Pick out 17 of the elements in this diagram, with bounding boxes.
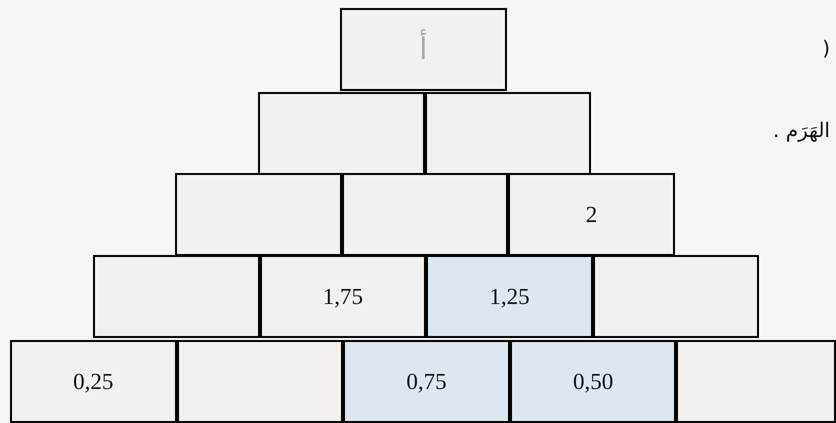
pyramid-brick: أ [340,8,507,91]
pyramid-brick [176,340,344,423]
text-fragment: الهَرَم . [772,118,830,142]
pyramid-brick [424,92,592,175]
pyramid-brick [258,92,425,175]
pyramid-brick: 2 [508,173,675,256]
pyramid-brick [93,255,260,338]
pyramid-brick [592,255,760,338]
pyramid-brick: 0,75 [343,340,510,423]
pyramid-brick: 0,50 [510,340,676,423]
pyramid-brick [676,340,836,423]
pyramid-brick [175,173,342,256]
text-fragment: ( [822,36,830,60]
pyramid-brick: 1,75 [260,255,426,338]
pyramid-brick: 0,25 [10,340,177,423]
pyramid-brick [342,173,508,256]
pyramid-brick: 1,25 [426,255,593,338]
